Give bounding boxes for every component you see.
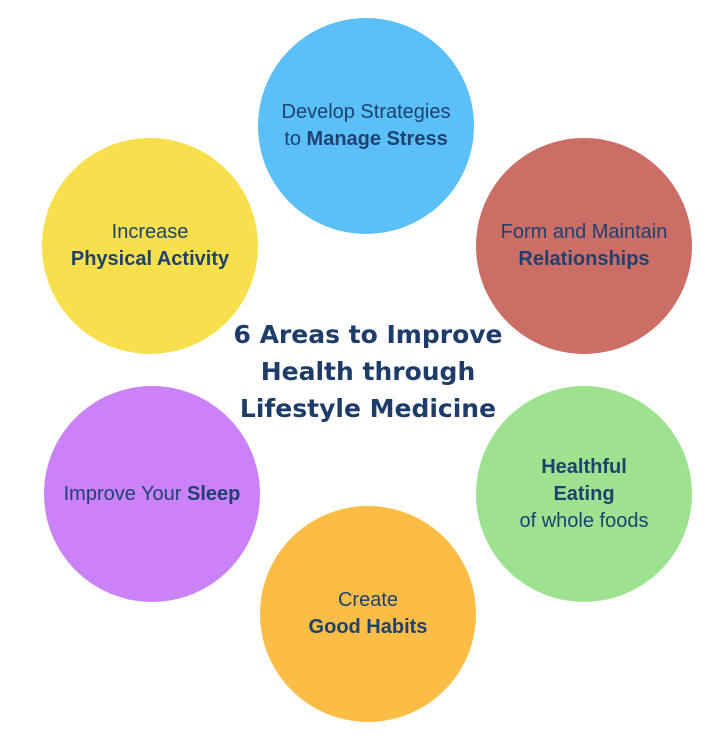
title-line-1: 6 Areas to Improve bbox=[233, 320, 503, 349]
sleep-line1: Improve Your Sleep bbox=[64, 481, 241, 508]
habits-line2: Good Habits bbox=[308, 616, 428, 638]
stress-line2-bold: Manage Stress bbox=[306, 128, 448, 150]
circle-manage-stress: Develop Strategies to Manage Stress bbox=[258, 18, 474, 234]
habits-line1: Create bbox=[337, 589, 399, 611]
circle-healthful-eating: Healthful Eating of whole foods bbox=[476, 386, 692, 602]
stress-line2-prefix: to bbox=[284, 128, 307, 150]
relationships-line2: Relationships bbox=[518, 248, 650, 270]
title-line-3: Lifestyle Medicine bbox=[239, 394, 497, 423]
diagram-title: 6 Areas to Improve Health through Lifest… bbox=[200, 316, 536, 427]
stress-line1: Develop Strategies bbox=[281, 101, 451, 123]
circle-relationships: Form and Maintain Relationships bbox=[476, 138, 692, 354]
sleep-line1-bold: Sleep bbox=[187, 482, 241, 505]
activity-line1: Increase bbox=[111, 221, 189, 243]
circle-sleep: Improve Your Sleep bbox=[44, 386, 260, 602]
circle-good-habits: Create Good Habits bbox=[260, 506, 476, 722]
circle-physical-activity: Increase Physical Activity bbox=[42, 138, 258, 354]
title-line-2: Health through bbox=[260, 357, 476, 386]
activity-line2: Physical Activity bbox=[70, 248, 230, 270]
stress-line2: to Manage Stress bbox=[284, 126, 447, 153]
relationships-line1: Form and Maintain bbox=[500, 221, 668, 243]
sleep-line1-prefix: Improve Your bbox=[63, 482, 188, 505]
eating-line3: of whole foods bbox=[519, 509, 649, 532]
eating-line2: Eating bbox=[553, 482, 615, 505]
eating-line1: Healthful bbox=[541, 455, 627, 478]
